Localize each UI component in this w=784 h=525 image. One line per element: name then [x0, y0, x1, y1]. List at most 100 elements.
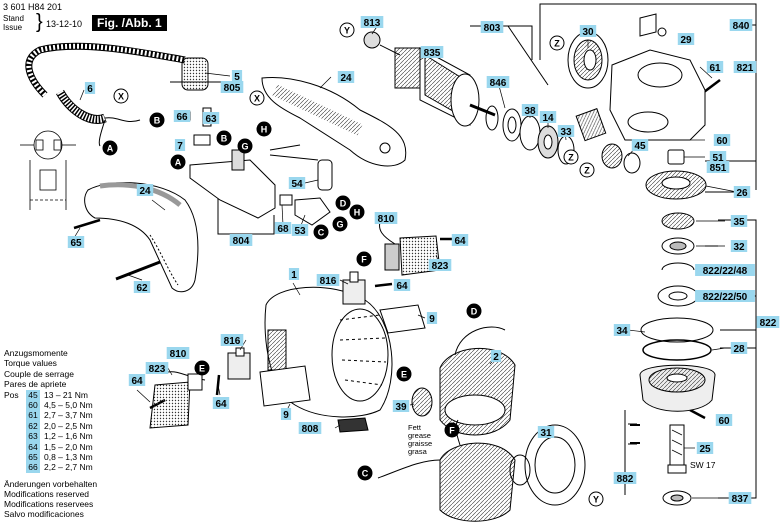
ref-letter-circle: [216, 130, 232, 146]
ref-letter-lA1: A: [102, 140, 118, 156]
callout-text: 1: [291, 270, 297, 281]
callout-c1: 1: [288, 268, 300, 281]
ref-letter-text: B: [221, 134, 228, 144]
callout-badge: [145, 362, 169, 374]
ref-letter-lC2: C: [357, 465, 373, 481]
spindle: [662, 424, 692, 506]
callout-badge: [229, 234, 253, 246]
callout-badge: [733, 61, 757, 73]
callout-badge: [613, 472, 637, 484]
torque-code: 62: [26, 420, 40, 432]
callout-badge: [557, 125, 575, 137]
ref-letter-text: H: [261, 125, 268, 135]
ref-letter-text: H: [354, 208, 361, 218]
torque-code: 64: [26, 441, 40, 452]
torque-value: 1,5 – 2,0 Nm: [44, 441, 93, 452]
torque-value: 1,2 – 1,6 Nm: [44, 431, 93, 442]
callout-badge: [84, 82, 96, 94]
callout-text: 64: [396, 281, 408, 292]
ref-letter-text: Y: [344, 26, 350, 36]
callout-c813: 813: [360, 16, 384, 29]
callout-c2: 2: [490, 350, 502, 363]
callout-badge: [202, 112, 220, 124]
ref-letter-lG1: G: [237, 138, 253, 154]
callout-badge: [713, 134, 731, 146]
callout-text: 24: [340, 73, 352, 84]
ref-letter-circle: [357, 465, 373, 481]
ref-letter-lY1: Y: [339, 22, 355, 38]
callout-badge: [212, 397, 230, 409]
callout-badge: [428, 259, 452, 271]
callout-c66a: 66: [173, 110, 191, 123]
callout-c840: 840: [729, 19, 753, 32]
callout-badge: [480, 21, 504, 33]
callout-badge: [486, 76, 510, 88]
callout-text: 822/22/48: [703, 266, 748, 277]
callout-c54: 54: [288, 177, 306, 190]
power-cable: [25, 42, 209, 147]
callout-badge: [288, 268, 300, 280]
torque-code: 60: [26, 400, 40, 411]
callout-c9a: 9: [426, 312, 438, 325]
callout-c60a: 60: [713, 134, 731, 147]
ref-letter-lD1: D: [335, 195, 351, 211]
callout-text: 9: [429, 314, 435, 325]
ref-letter-lY2: Y: [588, 491, 604, 507]
switch-assembly: [189, 134, 333, 226]
callout-text: 62: [136, 283, 148, 294]
callout-c805: 805: [220, 81, 244, 94]
ref-letter-text: B: [154, 116, 161, 126]
ref-letter-circle: [396, 366, 412, 382]
ref-letter-lX1: X: [113, 88, 129, 104]
callout-text: 840: [733, 21, 750, 32]
fett-line-1: Fett: [408, 423, 422, 432]
callout-text: 882: [617, 474, 634, 485]
callout-badge: [715, 414, 733, 426]
torque-value: 4,5 – 5,0 Nm: [44, 400, 93, 411]
torque-value: 2,0 – 2,5 Nm: [44, 420, 93, 431]
callout-c31: 31: [537, 426, 555, 439]
callout-badge: [631, 139, 649, 151]
ref-letter-circle: [563, 149, 579, 165]
callout-badge: [706, 61, 724, 73]
ref-letter-circle: [444, 422, 460, 438]
callout-text: 804: [233, 236, 250, 247]
callout-text: 7: [177, 141, 183, 152]
callout-c822: 822: [756, 316, 780, 329]
callout-text: 31: [540, 428, 552, 439]
callout-badge: [316, 274, 340, 286]
fan-cover: [509, 424, 586, 506]
callout-text: 60: [718, 416, 730, 427]
callout-text: 34: [616, 326, 628, 337]
callout-badge: [709, 151, 727, 163]
callout-text: 6: [87, 84, 93, 95]
callout-text: 835: [424, 48, 441, 59]
torque-code: 66: [26, 462, 40, 473]
torque-row: 64 1,5 – 2,0 Nm: [4, 441, 93, 452]
torque-code: 61: [26, 410, 40, 421]
ref-letter-lX2: X: [249, 90, 265, 106]
callout-text: 851: [710, 163, 727, 174]
ref-letter-circle: [349, 204, 365, 220]
ref-letter-text: G: [336, 220, 343, 230]
callout-text: 66: [176, 112, 188, 123]
circuit-symbol: [20, 130, 76, 210]
brace-glyph: }: [36, 11, 43, 33]
callout-text: 68: [277, 224, 289, 235]
callout-c65: 65: [67, 236, 85, 249]
callout-c823a: 823: [428, 259, 452, 272]
ref-letter-circle: [466, 303, 482, 319]
pinion-gear: [601, 143, 685, 174]
ref-letter-text: Z: [584, 166, 590, 176]
callout-c823b: 823: [145, 362, 169, 375]
callout-text: 64: [454, 236, 466, 247]
callout-badge: [579, 25, 597, 37]
bevel-gear-large: [567, 31, 609, 89]
callout-text: 38: [524, 106, 536, 117]
callout-text: 823: [432, 261, 449, 272]
ref-letter-circle: [102, 140, 118, 156]
